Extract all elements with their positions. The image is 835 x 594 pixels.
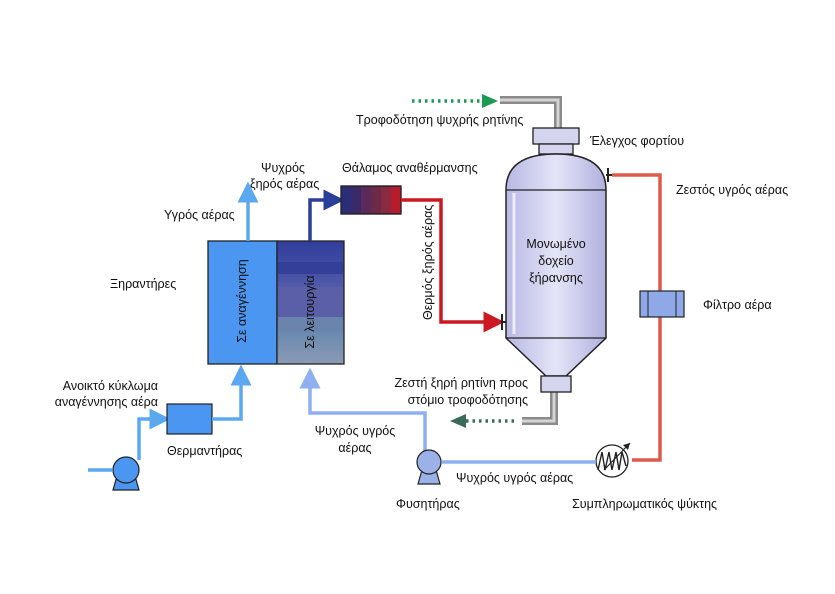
hot-dry-air-line [401,198,505,333]
cold-dry-air-line [308,189,345,241]
aftercooler-icon [595,442,631,478]
hot-humid-air-label: Ζεστός υγρός αέρας [676,183,789,197]
humid-air-label: Υγρός αέρας [164,208,235,222]
heater-icon [166,403,213,435]
dryers [207,240,345,365]
cold-resin-feed-arrow [412,94,498,108]
filtered-air-line [632,317,662,462]
air-filter-label: Φίλτρο αέρα [703,298,772,312]
blower-icon [416,449,442,485]
in-operation-label: Σε λειτουργία [303,275,317,349]
insulated-hopper-label: Μονωμένο δοχείο ξήρανσης [526,237,586,285]
insulated-drying-hopper [505,127,607,393]
reheat-chamber [340,185,402,215]
cold-humid-air-bottom-label: Ψυχρός υγρός αέρας [456,471,574,485]
hot-resin-outlet-pipe [522,392,558,425]
hot-dry-air-label: Θερμός ξηρός αέρας [421,204,435,320]
heater-label: Θερμαντήρας [167,444,243,458]
reheat-chamber-label: Θάλαμος αναθέρμανσης [342,161,478,175]
open-loop-label: Ανοικτό κύκλωμα αναγέννησης αέρα [54,379,158,409]
cold-humid-air-to-dryer [299,367,427,458]
in-regeneration-label: Σε αναγέννηση [235,259,249,343]
heater-to-dryer-line [212,364,252,421]
cold-humid-air-left-label: Ψυχρός υγρός αέρας [314,424,396,455]
hot-humid-air-line [612,173,662,291]
cold-resin-feed-label: Τροφοδότηση ψυχρής ρητίνης [356,113,524,127]
aftercooler-label: Συμπληρωματικός ψύκτης [572,497,718,511]
load-control-label: Έλεγχος φορτίου [590,134,685,148]
hot-dry-resin-label: Ζεστή ξηρή ρητίνη προς στόμιο τροφοδότησ… [394,376,528,407]
blower-to-heater-line [137,408,171,460]
hot-resin-outlet-arrow [450,414,516,428]
air-filter [639,290,685,318]
regeneration-blower-icon [112,456,140,491]
cold-resin-feed-pipe [500,96,562,128]
blower-label: Φυσητήρας [396,497,460,511]
cold-dry-air-label: Ψυχρός ξηρός αέρας [250,161,320,191]
dryers-label: Ξηραντήρες [110,277,177,291]
